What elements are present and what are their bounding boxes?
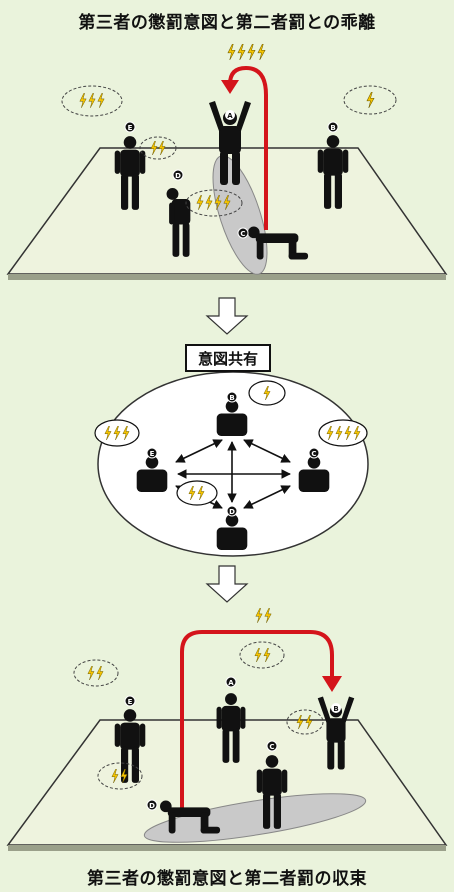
- lightning-icon: [79, 93, 105, 108]
- top-arrow-head: [221, 80, 239, 94]
- bottom-arrow-head: [322, 676, 342, 692]
- person-a-label: A: [228, 679, 234, 687]
- person-e-label: E: [150, 450, 155, 458]
- person-e-badge: [146, 447, 158, 459]
- bottom-shadow: [143, 793, 367, 843]
- down-arrow-icon: [205, 565, 249, 603]
- person-a-badge: [225, 110, 235, 120]
- person-e-badge: [124, 695, 136, 707]
- person-c-label: C: [269, 743, 274, 751]
- person-c-badge: [266, 740, 278, 752]
- top-title: 第三者の懲罰意図と第二者罰との乖離: [78, 13, 376, 33]
- person-c-badge: [237, 227, 249, 239]
- middle-panel: 意図共有 B E C: [94, 344, 369, 557]
- top-panel: A B E D: [6, 44, 448, 280]
- speech-bubble-icon: [286, 709, 324, 735]
- bottom-punish-arrow: [180, 630, 334, 812]
- intent-sharing-label: 意図共有: [198, 350, 258, 368]
- speech-bubble-icon: [61, 85, 123, 117]
- bottom-panel: A B C E D: [6, 608, 448, 851]
- lightning-icon: [255, 608, 272, 623]
- person-a-label: A: [227, 112, 233, 120]
- person-c-label: C: [311, 450, 316, 458]
- top-punish-arrow: [228, 65, 268, 230]
- lightning-icon: [87, 666, 104, 680]
- person-e-label: E: [128, 698, 133, 706]
- person-d-label: D: [175, 172, 181, 180]
- person-b-label: B: [330, 124, 335, 132]
- person-b-label: B: [333, 705, 338, 713]
- person-d-badge: [226, 505, 238, 517]
- speech-bubble-icon: [73, 659, 119, 687]
- person-d-label: D: [229, 508, 235, 516]
- speech-bubble-icon: [139, 136, 177, 160]
- intent-sharing-box: [185, 344, 271, 372]
- person-b-label: B: [229, 394, 234, 402]
- down-arrow-icon: [205, 297, 249, 335]
- lightning-icon: [254, 648, 271, 662]
- person-b-badge: [226, 391, 238, 403]
- person-a-badge: [225, 676, 237, 688]
- person-d-badge: [172, 169, 184, 181]
- speech-bubble-icon: [343, 85, 397, 115]
- bottom-title: 第三者の懲罰意図と第二者罰の収束: [87, 869, 367, 889]
- person-b-badge: [327, 121, 339, 133]
- lightning-icon: [227, 44, 266, 60]
- speech-bubble-icon: [97, 762, 143, 790]
- lightning-icon: [366, 92, 375, 108]
- person-e-label: E: [128, 124, 133, 132]
- person-c-badge: [308, 447, 320, 459]
- person-c-label: C: [240, 230, 245, 238]
- speech-bubble-icon: [185, 189, 243, 217]
- person-d-badge: [146, 799, 158, 811]
- top-board-edge: [8, 274, 446, 280]
- person-d-label: D: [149, 802, 155, 810]
- person-b-badge: [331, 703, 341, 713]
- speech-bubble-icon: [176, 480, 218, 506]
- speech-bubble-icon: [318, 419, 368, 447]
- bottom-board-edge: [8, 845, 446, 851]
- person-e-badge: [124, 121, 136, 133]
- speech-bubble-icon: [239, 641, 285, 669]
